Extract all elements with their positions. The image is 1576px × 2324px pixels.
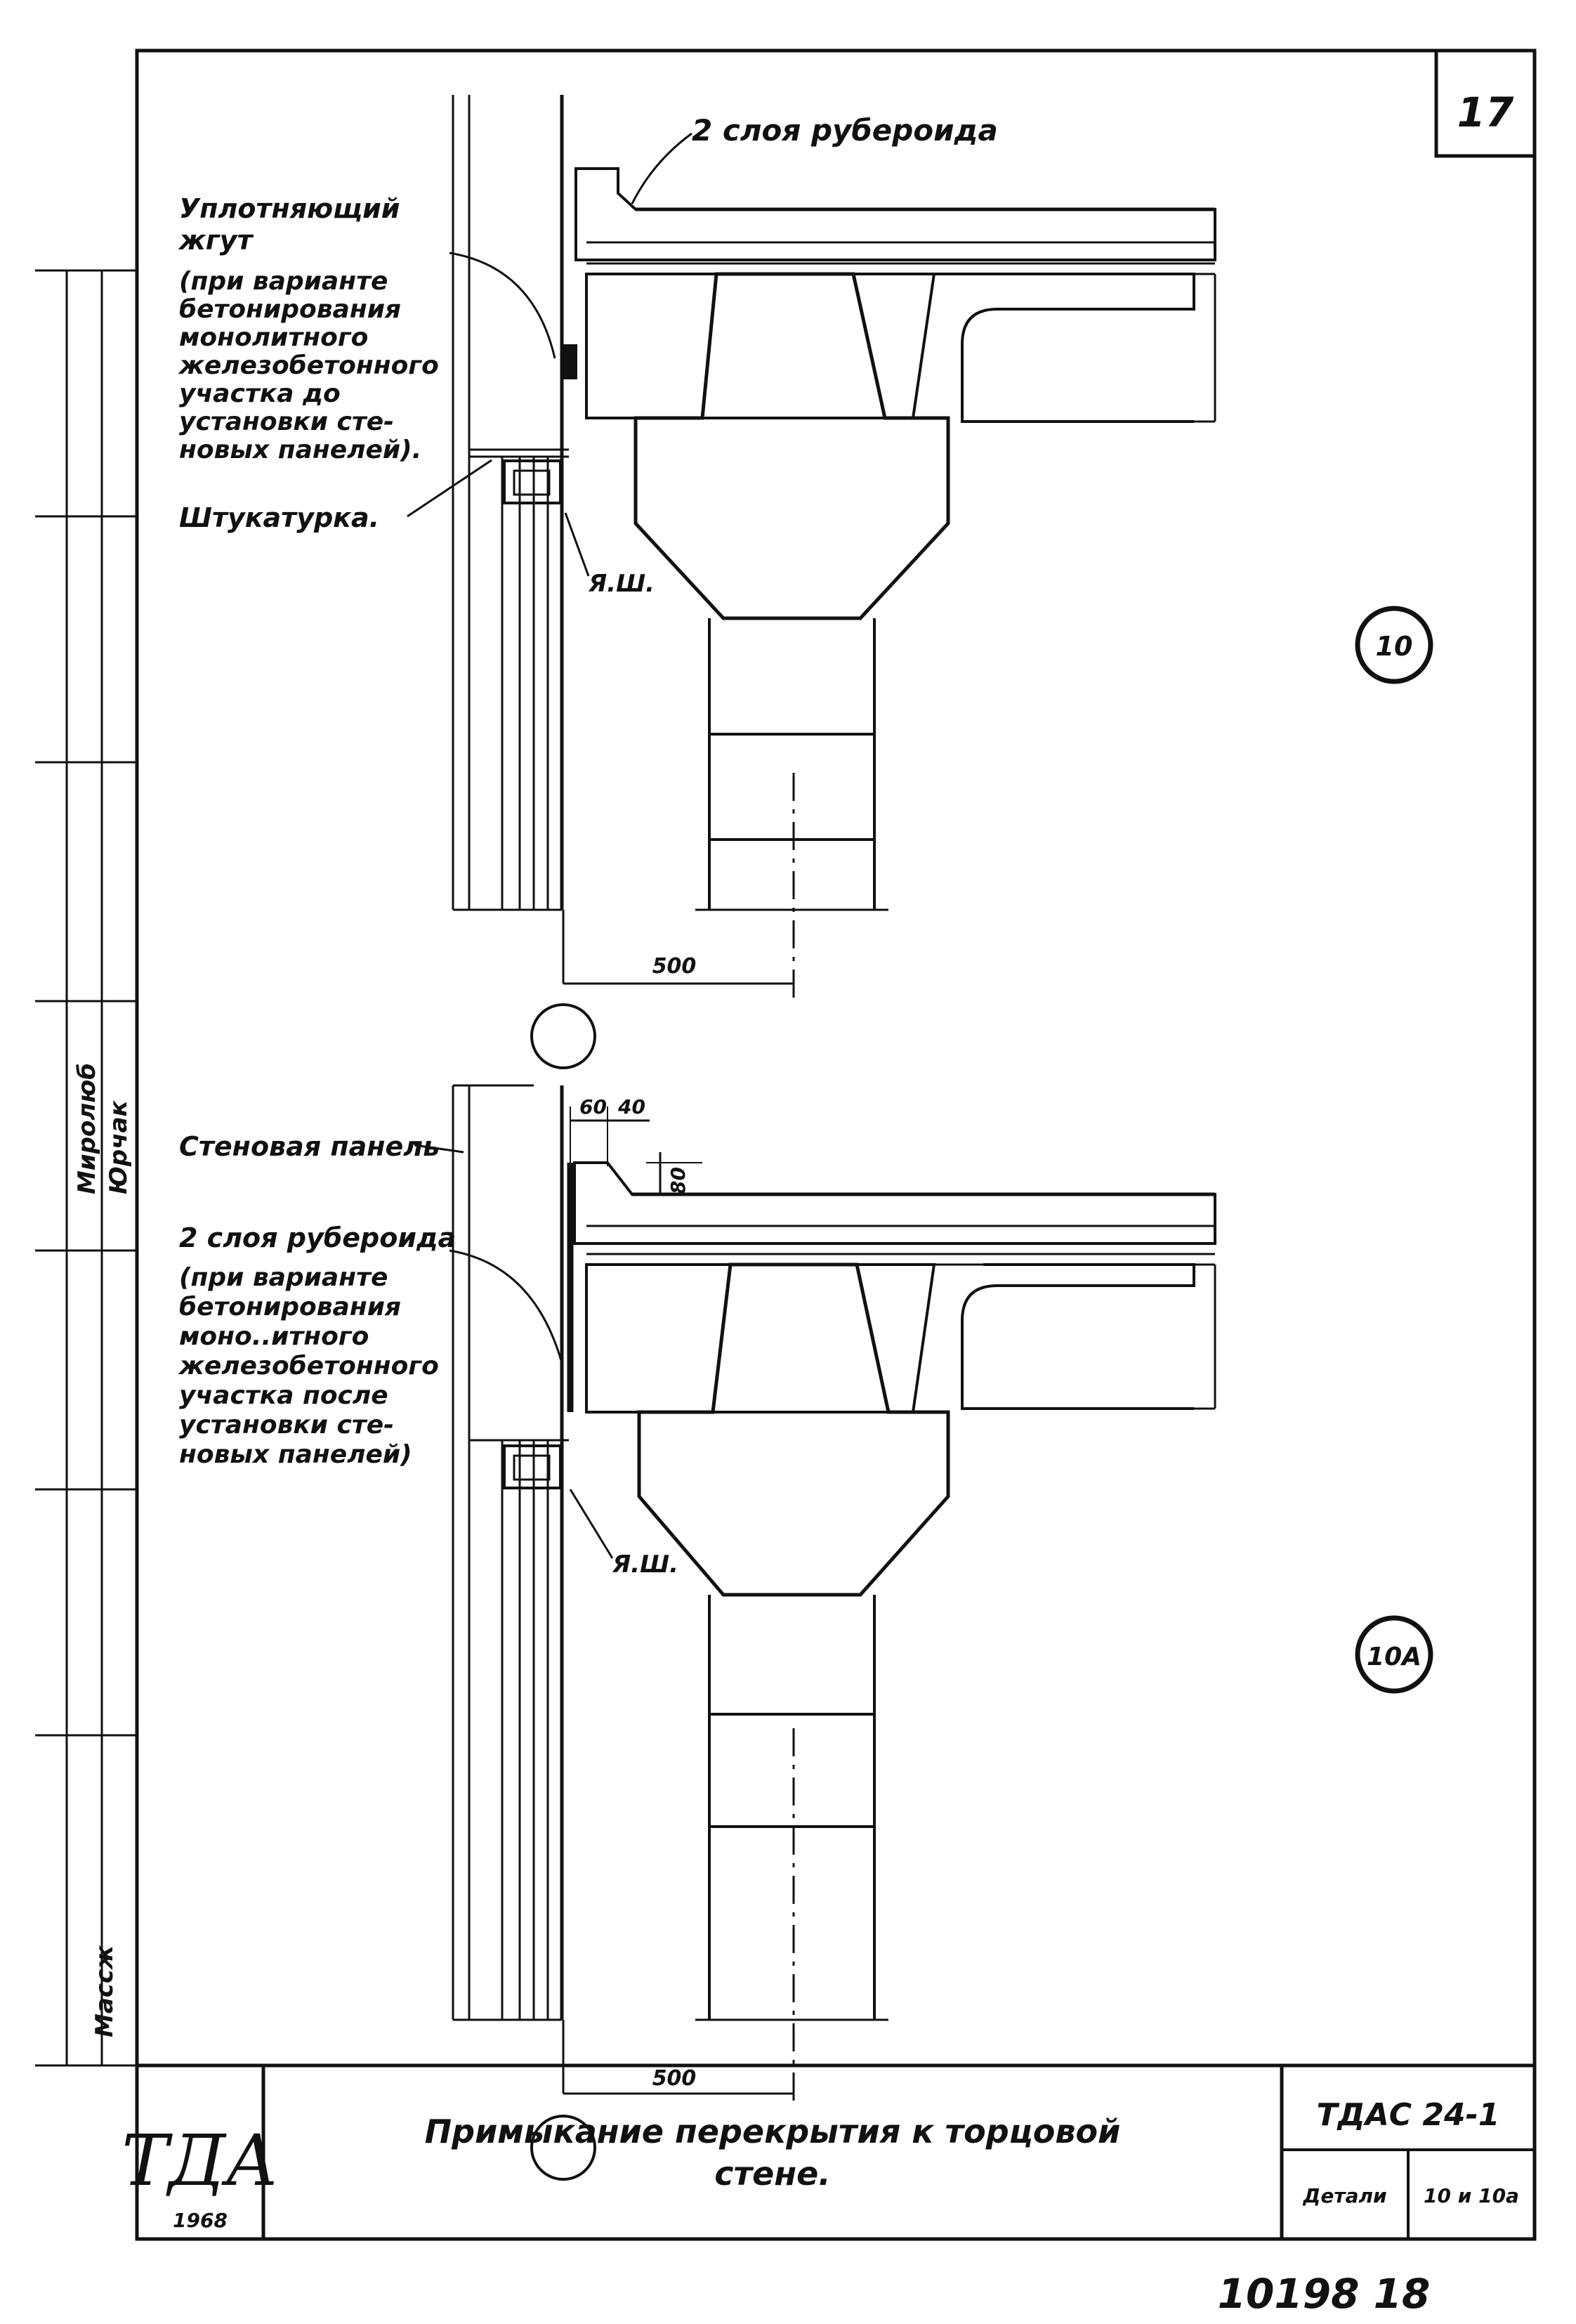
- dim-40: 40: [617, 1095, 645, 1118]
- detail-10a: 60 40 80 500 10А Стеновая панель 2 слоя …: [178, 1084, 1433, 2181]
- svg-text:участка до: участка до: [179, 379, 341, 408]
- title-year: 1968: [173, 2209, 228, 2232]
- svg-text:участка после: участка после: [179, 1381, 388, 1410]
- detail-10: 500 10 2 слоя рубероида Уплотняющий жгут…: [178, 95, 1433, 1069]
- svg-text:10: 10: [1376, 631, 1413, 662]
- wall-panel-top: [452, 95, 569, 984]
- dim-80: 80: [666, 1167, 690, 1194]
- title-line-2: стене.: [714, 2155, 831, 2193]
- svg-text:моно..итного: моно..итного: [179, 1322, 369, 1351]
- dim-500-top: 500: [652, 954, 697, 979]
- label-seal-top: Уплотняющий жгут (при варианте бетониров…: [178, 193, 439, 464]
- dim-60: 60: [579, 1095, 607, 1118]
- title-detail-label: Детали: [1302, 2184, 1386, 2207]
- side-stamp-strips: [35, 269, 137, 2067]
- axis-bubble-top: [530, 1003, 596, 1069]
- footer-number: 10198 18: [1218, 2270, 1431, 2318]
- svg-text:бетонирования: бетонирования: [179, 1293, 401, 1321]
- svg-text:(при варианте: (при варианте: [179, 267, 388, 296]
- svg-text:10А: 10А: [1367, 1643, 1421, 1671]
- svg-text:монолитного: монолитного: [179, 323, 368, 352]
- svg-text:железобетонного: железобетонного: [178, 351, 439, 380]
- column-top: [695, 618, 888, 911]
- sheet-number-box: 17: [1434, 48, 1537, 158]
- seal-cord: [562, 344, 577, 379]
- svg-text:Уплотняющий: Уплотняющий: [179, 193, 400, 224]
- svg-text:(при варианте: (при варианте: [179, 1263, 388, 1292]
- stamp-name-1: Миролюб: [73, 1063, 101, 1194]
- label-panel-bottom: Стеновая панель: [179, 1131, 440, 1162]
- dim-500-bottom: 500: [652, 2066, 697, 2091]
- label-plaster-top: Штукатурка.: [179, 502, 379, 533]
- svg-text:железобетонного: железобетонного: [178, 1352, 439, 1380]
- svg-text:2 слоя рубероида: 2 слоя рубероида: [179, 1222, 456, 1253]
- title-detail-value: 10 и 10а: [1424, 2184, 1519, 2207]
- logo-tda: ТДА: [122, 2120, 279, 2202]
- label-ash-bottom: Я.Ш.: [612, 1551, 678, 1579]
- axis-bubble-bottom: [530, 2115, 596, 2181]
- stamp-name-3: Массж: [91, 1945, 119, 2037]
- svg-text:бетонирования: бетонирования: [179, 295, 401, 324]
- title-block: ТДА 1968 Примыкание перекрытия к торцово…: [122, 2063, 1537, 2241]
- title-line-1: Примыкание перекрытия к торцовой: [425, 2113, 1121, 2150]
- detail-marker-10a: [1355, 1615, 1433, 1694]
- svg-text:жгут: жгут: [178, 225, 254, 256]
- title-code: ТДАС 24-1: [1317, 2097, 1500, 2133]
- svg-text:установки сте-: установки сте-: [179, 1411, 394, 1440]
- stamp-name-2: Юрчак: [105, 1099, 133, 1194]
- label-ash-top: Я.Ш.: [588, 570, 655, 598]
- svg-text:новых панелей).: новых панелей).: [179, 436, 421, 464]
- svg-text:новых панелей): новых панелей): [179, 1440, 412, 1469]
- sheet-number: 17: [1457, 89, 1514, 136]
- detail-marker-10: [1355, 606, 1433, 684]
- label-roofing-top: 2 слоя рубероида: [692, 113, 998, 148]
- svg-text:установки сте-: установки сте-: [179, 407, 394, 436]
- label-roofing-bottom: 2 слоя рубероида (при варианте бетониров…: [178, 1222, 456, 1469]
- column-bottom: [695, 1595, 888, 2021]
- wall-panel-bottom: [452, 1084, 569, 2094]
